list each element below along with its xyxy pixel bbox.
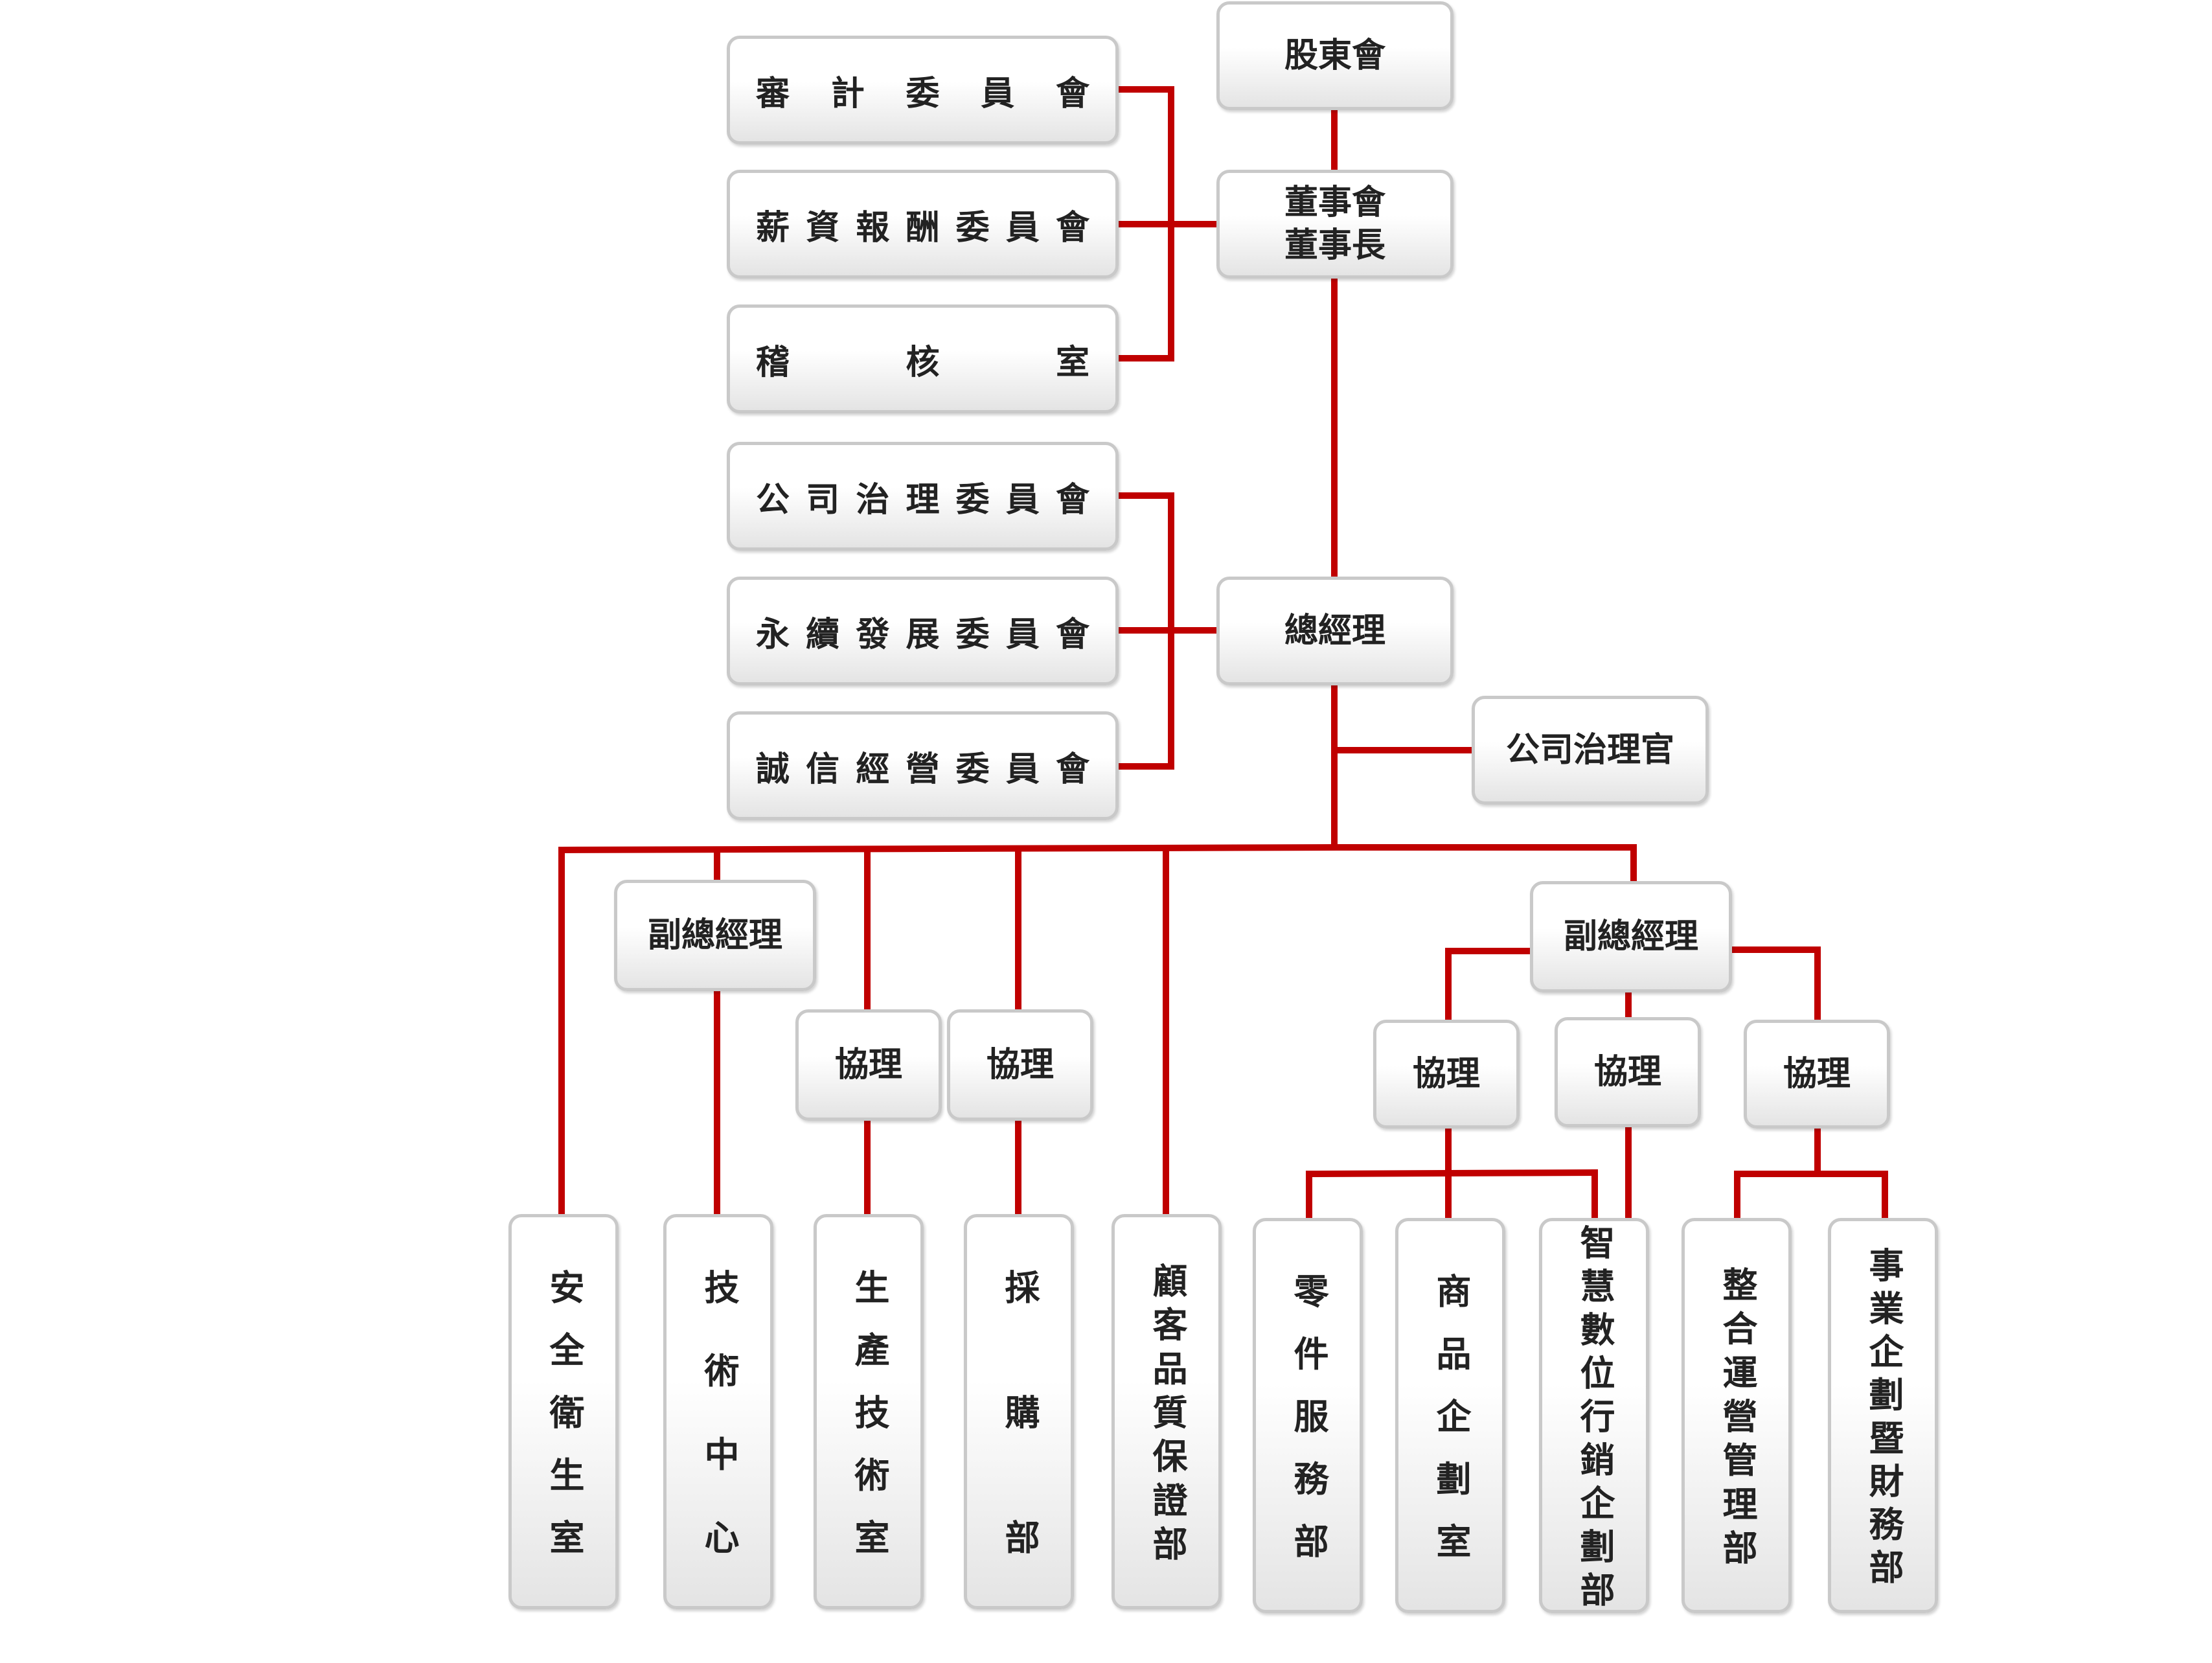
department-label: 採購部: [999, 1269, 1040, 1554]
assistant-vp-box-4: 協理: [1555, 1017, 1701, 1127]
shareholders-meeting-box: 股東會: [1216, 1, 1454, 110]
assistant-vp-box-5: 協理: [1744, 1020, 1890, 1129]
department-integrated-operations: 整合運營管理部: [1682, 1218, 1792, 1613]
board-chairman-label: 董事會 董事長: [1284, 183, 1385, 265]
department-label: 安全衛生室: [543, 1269, 584, 1554]
department-label: 顧客品質保證部: [1146, 1263, 1187, 1561]
vice-president-left-box: 副總經理: [614, 880, 816, 991]
department-label: 技術中心: [698, 1269, 739, 1554]
remuneration-committee-label: 薪資報酬委員會: [756, 208, 1089, 247]
assistant-vp-label-2: 協理: [986, 1046, 1054, 1084]
department-product-planning: 商品企劃室: [1395, 1218, 1505, 1613]
integrity-committee-label: 誠信經營委員會: [756, 750, 1089, 789]
assistant-vp-label-1: 協理: [834, 1046, 902, 1084]
department-purchasing: 採購部: [964, 1214, 1074, 1609]
audit-office-label: 稽核室: [756, 343, 1089, 382]
department-label: 零件服務部: [1288, 1273, 1328, 1558]
vice-president-left-label: 副總經理: [647, 916, 782, 955]
vice-president-right-box: 副總經理: [1530, 881, 1732, 992]
department-smart-digital-marketing: 智慧數位行銷企劃部: [1539, 1218, 1649, 1613]
assistant-vp-box-1: 協理: [795, 1009, 942, 1121]
sustainability-committee-label: 永續發展委員會: [756, 615, 1089, 654]
governance-officer-box: 公司治理官: [1472, 696, 1709, 805]
assistant-vp-box-2: 協理: [947, 1009, 1093, 1121]
assistant-vp-label-4: 協理: [1593, 1053, 1661, 1092]
assistant-vp-label-3: 協理: [1412, 1055, 1480, 1094]
department-business-planning-finance: 事業企劃暨財務部: [1828, 1218, 1938, 1613]
department-label: 事業企劃暨財務部: [1863, 1247, 1904, 1584]
audit-office-box: 稽核室: [727, 304, 1119, 413]
department-label: 生產技術室: [849, 1269, 889, 1554]
general-manager-label: 總經理: [1284, 612, 1385, 650]
department-customer-quality: 顧客品質保證部: [1112, 1214, 1222, 1609]
governance-committee-label: 公司治理委員會: [756, 480, 1089, 520]
remuneration-committee-box: 薪資報酬委員會: [727, 170, 1119, 279]
department-safety-health: 安全衛生室: [508, 1214, 619, 1609]
board-chairman-box: 董事會 董事長: [1216, 170, 1454, 279]
audit-committee-box: 審計委員會: [727, 36, 1119, 144]
general-manager-box: 總經理: [1216, 577, 1454, 685]
audit-committee-label: 審計委員會: [756, 74, 1089, 113]
department-label: 商品企劃室: [1430, 1273, 1471, 1558]
assistant-vp-label-5: 協理: [1783, 1055, 1851, 1094]
governance-committee-box: 公司治理委員會: [727, 442, 1119, 551]
governance-officer-label: 公司治理官: [1505, 731, 1674, 770]
department-parts-service: 零件服務部: [1253, 1218, 1363, 1613]
vice-president-right-label: 副總經理: [1563, 917, 1698, 956]
department-label: 整合運營管理部: [1716, 1267, 1757, 1565]
department-production-technology: 生產技術室: [814, 1214, 924, 1609]
department-technology-center: 技術中心: [663, 1214, 773, 1609]
shareholders-label: 股東會: [1284, 36, 1385, 75]
assistant-vp-box-3: 協理: [1373, 1020, 1520, 1129]
integrity-committee-box: 誠信經營委員會: [727, 711, 1119, 820]
department-label: 智慧數位行銷企劃部: [1574, 1224, 1615, 1607]
sustainability-committee-box: 永續發展委員會: [727, 577, 1119, 685]
